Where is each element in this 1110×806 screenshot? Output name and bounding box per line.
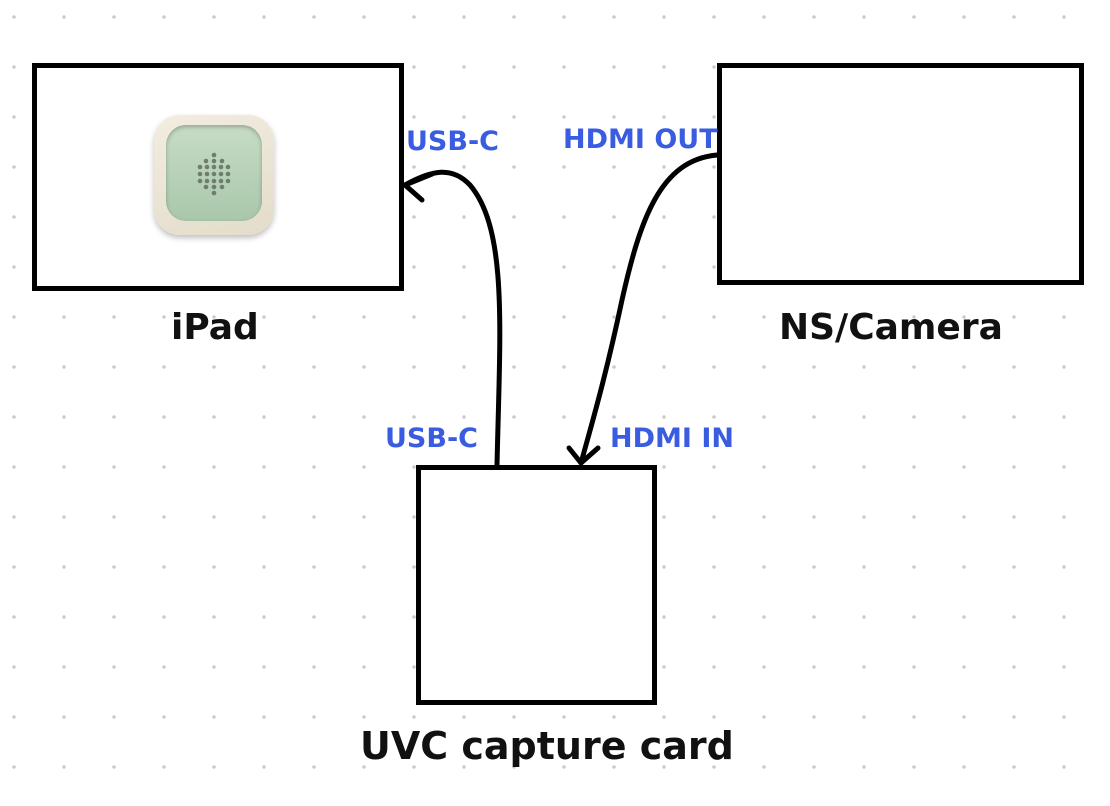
usbc-cable [402, 169, 503, 468]
usbc-arrowhead [402, 171, 435, 203]
capture-card-box [416, 465, 657, 705]
ipad-label: iPad [171, 307, 259, 348]
card-hdmi-in-port-label: HDMI IN [610, 423, 734, 454]
ipad-usbc-port-label: USB-C [406, 126, 499, 157]
capture-app-icon [154, 115, 274, 235]
camera-label: NS/Camera [779, 307, 1003, 348]
capture-card-label: UVC capture card [360, 724, 734, 768]
hdmi-arrowhead [566, 445, 601, 466]
card-usbc-port-label: USB-C [385, 423, 478, 454]
camera-hdmi-out-port-label: HDMI OUT [563, 124, 718, 155]
camera-box [717, 63, 1084, 285]
dot-matrix-icon [197, 152, 231, 196]
hdmi-cable [578, 152, 720, 466]
